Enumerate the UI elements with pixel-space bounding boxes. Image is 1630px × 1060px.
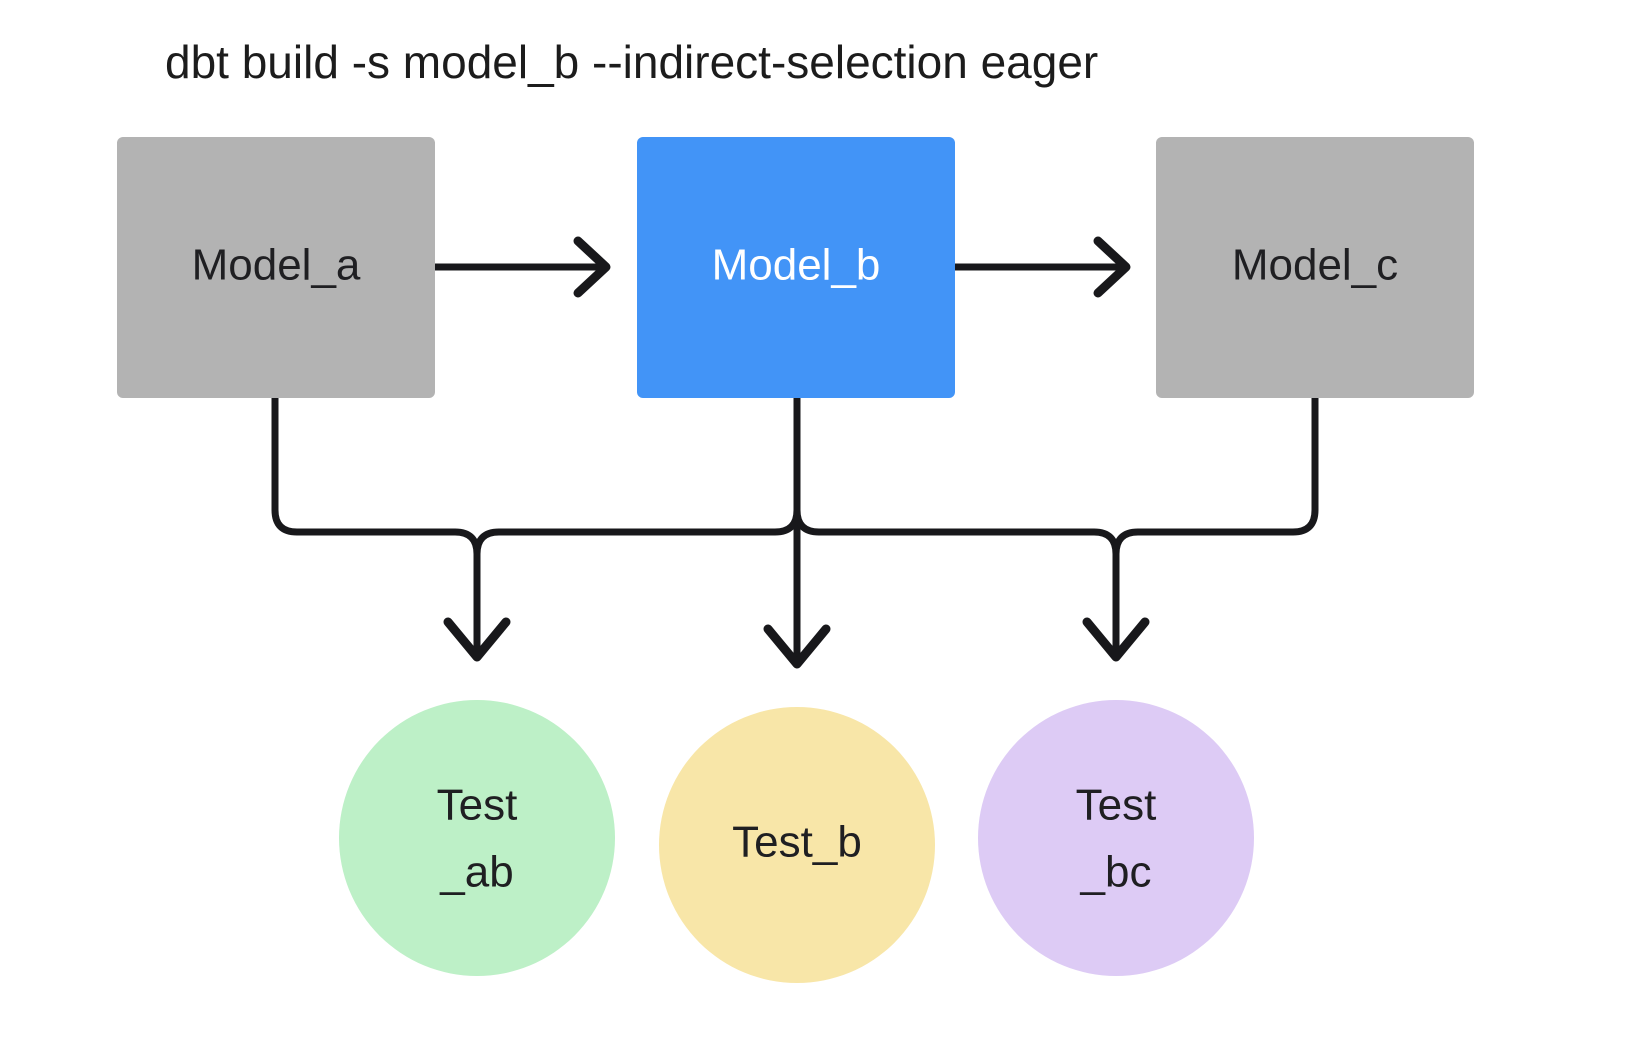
edge-layer (271, 236, 1319, 669)
test-ab-label-line-2: _ab (439, 848, 513, 897)
model-c-label: Model_c (1232, 241, 1398, 290)
test-ab-circle[interactable] (339, 700, 615, 976)
model-a-label: Model_a (192, 241, 361, 290)
model-node-model-a[interactable]: Model_a (117, 137, 435, 398)
test-node-test-b[interactable]: Test_b (659, 707, 935, 983)
diagram-title: dbt build -s model_b --indirect-selectio… (165, 36, 1098, 88)
edge-model-a-to-test-ab (271, 394, 511, 662)
model-node-model-c[interactable]: Model_c (1156, 137, 1474, 398)
edge-model-b-to-test-ab (473, 394, 801, 558)
edge-model-b-to-model-c (951, 236, 1131, 298)
test-bc-circle[interactable] (978, 700, 1254, 976)
model-node-model-b[interactable]: Model_b (637, 137, 955, 398)
edge-model-b-to-test-bc (793, 394, 1120, 558)
test-bc-label-line-2: _bc (1080, 848, 1152, 897)
edge-model-c-to-test-bc (1082, 394, 1319, 662)
test-ab-label-line-1: Test (437, 781, 518, 830)
model-b-box[interactable] (637, 137, 955, 398)
test-bc-label-line-1: Test (1076, 781, 1157, 830)
test-node-test-ab[interactable]: Test _ab (339, 700, 615, 976)
edge-model-a-to-model-b (431, 236, 611, 298)
test-node-test-bc[interactable]: Test _bc (978, 700, 1254, 976)
test-b-label-line-1: Test_b (732, 818, 862, 867)
model-c-box[interactable] (1156, 137, 1474, 398)
model-b-label: Model_b (712, 241, 881, 290)
test-b-circle[interactable] (659, 707, 935, 983)
model-a-box[interactable] (117, 137, 435, 398)
